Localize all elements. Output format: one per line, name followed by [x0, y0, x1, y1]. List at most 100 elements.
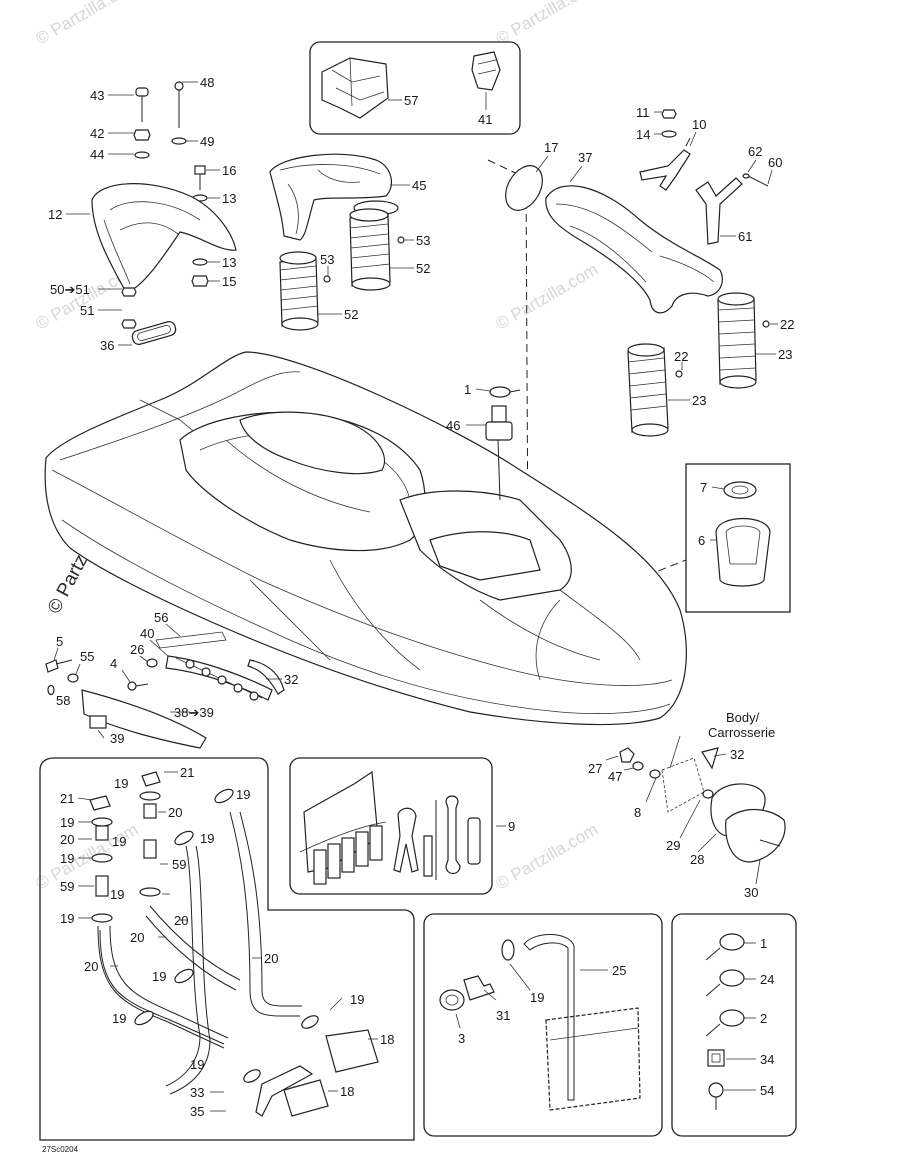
callout: 49: [200, 134, 214, 149]
callout: 23: [692, 393, 706, 408]
callout: 36: [100, 338, 114, 353]
clip-41: [471, 51, 501, 91]
watermark: © Partzilla.com: [33, 0, 142, 48]
bellows-23-left: [627, 343, 669, 437]
air-duct-37: [545, 185, 723, 314]
clamp-22: [762, 320, 770, 328]
bellows-52-right: [349, 208, 391, 291]
tool-kit-9: [299, 770, 481, 885]
callout: 19: [114, 776, 128, 791]
callout: 59: [60, 879, 74, 894]
step-strip-38: [81, 689, 207, 749]
callout: 39: [110, 731, 124, 746]
callout: 56: [154, 610, 168, 625]
inset-box-bracket: [309, 41, 521, 135]
bellows-52-left: [279, 251, 319, 331]
callout: 11: [636, 105, 650, 120]
inset-box-battery: [423, 913, 663, 1137]
callout: 20: [174, 913, 188, 928]
callout: 41: [478, 112, 492, 127]
rail-assembly: [155, 631, 285, 701]
callout: 19: [110, 887, 124, 902]
callout: 20: [130, 930, 144, 945]
bracket-10-14-11: [639, 109, 691, 191]
callout: 13: [222, 191, 236, 206]
callout: 8: [634, 805, 641, 820]
callout: 40: [140, 626, 154, 641]
callout: 60: [768, 155, 782, 170]
callout: 38➔39: [174, 705, 214, 720]
callout: 57: [404, 93, 418, 108]
inset-box-tool-kit: [289, 757, 493, 895]
callout: 19: [60, 815, 74, 830]
callout: 33: [190, 1085, 204, 1100]
leader-lines: [53, 81, 778, 1112]
callout: 7: [700, 480, 707, 495]
callout: 20: [84, 959, 98, 974]
callout: 52: [416, 261, 430, 276]
drawing-code: 27Sc0204: [42, 1145, 79, 1154]
callout: 17: [544, 140, 558, 155]
callout: 1: [464, 382, 471, 397]
watermark: © Partzilla.com: [493, 0, 602, 48]
callout: 26: [130, 642, 144, 657]
callout: 19: [190, 1057, 204, 1072]
callout: 2: [760, 1011, 767, 1026]
callout: 22: [674, 349, 688, 364]
callout: 25: [612, 963, 626, 978]
callout: 19: [236, 787, 250, 802]
callout: 22: [780, 317, 794, 332]
callout: 12: [48, 207, 62, 222]
callout: 53: [320, 252, 334, 267]
callout: 62: [748, 144, 762, 159]
callout: 18: [380, 1032, 394, 1047]
callout: 27: [588, 761, 602, 776]
callout: 52: [344, 307, 358, 322]
callout: 37: [578, 150, 592, 165]
callout: 19: [530, 990, 544, 1005]
mirror-assembly: [619, 747, 786, 863]
callout: 31: [496, 1008, 510, 1023]
watermark: © Partzilla.com: [493, 260, 602, 334]
fuel-lines: [89, 771, 379, 1117]
callout: 42: [90, 126, 104, 141]
callout: 34: [760, 1052, 774, 1067]
callout: 14: [636, 127, 650, 142]
callout: 47: [608, 769, 622, 784]
callout: 20: [60, 832, 74, 847]
bracket-57: [321, 57, 389, 119]
callout: 10: [692, 117, 706, 132]
callout: 15: [222, 274, 236, 289]
callout: 53: [416, 233, 430, 248]
inset-box-clamps: [671, 913, 797, 1137]
callout: 19: [60, 851, 74, 866]
clamp-53: [397, 236, 405, 244]
battery-vent-25: [439, 933, 641, 1111]
callout: 3: [458, 1031, 465, 1046]
inset-box-cover: [685, 463, 791, 613]
callout: 20: [168, 805, 182, 820]
callout: 50➔51: [50, 282, 90, 297]
callout: 32: [284, 672, 298, 687]
callout: 19: [152, 969, 166, 984]
callout: 51: [80, 303, 94, 318]
callout: 6: [698, 533, 705, 548]
fastener-5-58-55: [45, 658, 158, 696]
callout: 35: [190, 1104, 204, 1119]
callout-labels: 43 48 42 49 44 16 13 12 13 15 50➔51 51 3…: [48, 75, 794, 1119]
callout: 46: [446, 418, 460, 433]
section-header-line-2: Carrosserie: [708, 725, 775, 740]
callout: 21: [180, 765, 194, 780]
callout: 13: [222, 255, 236, 270]
callout: 5: [56, 634, 63, 649]
callout: 32: [730, 747, 744, 762]
callout: 18: [340, 1084, 354, 1099]
callout: 55: [80, 649, 94, 664]
watermark: © Partzilla.com: [33, 820, 142, 894]
section-header-line-1: Body/: [726, 710, 760, 725]
callout: 19: [112, 1011, 126, 1026]
callout: 23: [778, 347, 792, 362]
callout: 29: [666, 838, 680, 853]
cap-1-fitting-46: [485, 386, 521, 501]
